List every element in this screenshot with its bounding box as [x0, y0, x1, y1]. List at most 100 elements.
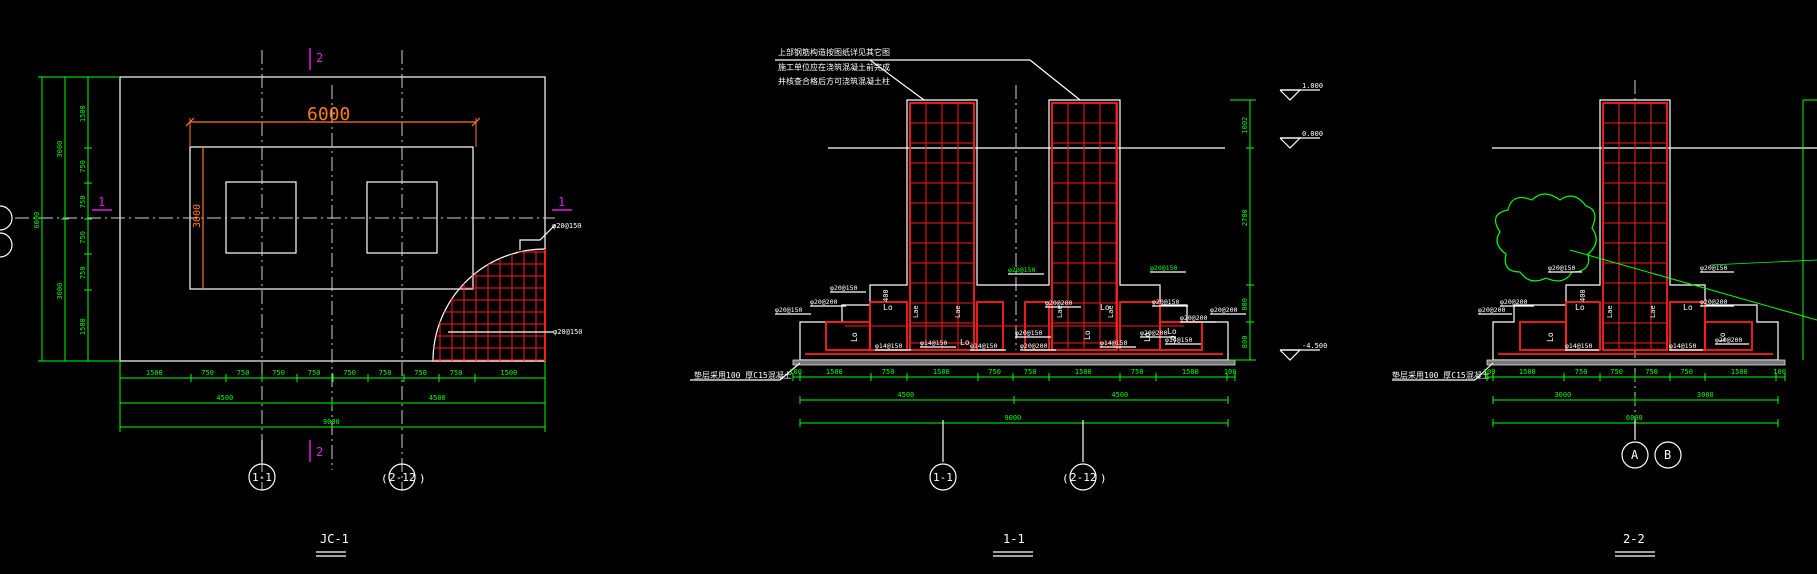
- plan-bottom-dim-label: 750: [272, 369, 285, 377]
- s11-note-1: 上部钢筋构造按图纸详见其它图: [778, 47, 890, 57]
- plan-left-inner-dim: 3000: [192, 204, 203, 228]
- s11-rebar-label: φ20@200: [1045, 299, 1072, 307]
- s22-lo-label: Lo: [1718, 332, 1727, 342]
- plan-bottom-dim-label: 750: [414, 369, 427, 377]
- plan-title: JC-1: [320, 532, 349, 546]
- plan-bottom-dim-label: 1500: [146, 369, 163, 377]
- plan-axis-label-2: 2-12: [389, 471, 416, 484]
- s22-lae-label: Lae: [1649, 305, 1657, 318]
- s11-axis-1: 1-1: [933, 471, 953, 484]
- s22-rebar-label: φ20@200: [1715, 336, 1742, 344]
- s11-note-2: 施工单位应在浇筑混凝土前完成: [778, 62, 890, 72]
- s11-lae-label: 400: [882, 289, 890, 302]
- s11-rebar-label: φ14@150: [970, 342, 997, 350]
- foundation-outline: [1492, 99, 1779, 361]
- plan-axis-label-1: 1-1: [252, 471, 272, 484]
- s11-bottom-dim-label: 750: [1024, 368, 1037, 376]
- s22-bottom-dim-label: 750: [1610, 368, 1623, 376]
- plan-left-dim-label: 750: [79, 267, 87, 280]
- s22-bottom-dim-label: 750: [1645, 368, 1658, 376]
- plan-bottom-mid-label: 4500: [216, 394, 233, 402]
- plan-top-dim: 6000: [307, 104, 350, 125]
- s11-lo-label: Lo: [1100, 303, 1110, 312]
- plan-left-mid-label: 3000: [56, 283, 64, 300]
- s22-lo-label: Lo: [1575, 303, 1585, 312]
- section-mark-left: 1: [98, 195, 105, 209]
- s11-bottom-dim-label: 100: [789, 368, 802, 376]
- s11-rebar-label: φ20@200: [1140, 329, 1167, 337]
- s11-rebar-label: φ20@200: [1210, 306, 1237, 314]
- section-mark-right: 1: [558, 195, 565, 209]
- s11-bottom-dim-label: 1500: [1182, 368, 1199, 376]
- s11-rebar-label: φ20@200: [1020, 342, 1047, 350]
- plan-left-total-label: 6000: [33, 212, 41, 229]
- s11-lae-label: Lae: [1107, 305, 1115, 318]
- s22-bedding-note: 垫层采用100 厚C15混凝土: [1392, 370, 1490, 380]
- s11-right-dim-label: 1002: [1241, 117, 1249, 134]
- s22-bottom-mid-label: 3000: [1554, 391, 1571, 399]
- s22-bottom-dim-label: 750: [1680, 368, 1693, 376]
- plan-view: 6000 3000 2 2 1 1 φ20@150 φ20@150 150075…: [0, 48, 583, 557]
- s11-bottom-total-label: 9000: [1004, 414, 1021, 422]
- plan-bottom-dim-label: 750: [201, 369, 214, 377]
- section-mark-top: 2: [316, 51, 323, 65]
- s22-lae-label: Lae: [1606, 305, 1614, 318]
- s22-lo-label: Lo: [1683, 303, 1693, 312]
- plan-axis-label-2-paren: (: [381, 472, 388, 485]
- section-1-1: 上部钢筋构造按图纸详见其它图 施工单位应在浇筑混凝土前完成 并核查合格后方可浇筑…: [690, 47, 1327, 557]
- plan-bottom-dim-label: 750: [450, 369, 463, 377]
- axis-bubble: [388, 463, 416, 491]
- axis-bubble: [248, 463, 276, 491]
- s22-lae-label: 400: [1579, 289, 1587, 302]
- s11-bottom-dim-label: 750: [988, 368, 1001, 376]
- s11-rebar-label: φ20@150: [1015, 329, 1042, 337]
- plan-rebar-label-1: φ20@150: [552, 222, 582, 230]
- plan-bottom-dim-label: 750: [237, 369, 250, 377]
- s11-lo-label: Lo: [1168, 335, 1177, 345]
- elev-top: 1.000: [1302, 82, 1323, 90]
- s11-bottom-dim-label: 1500: [1075, 368, 1092, 376]
- s11-note-3: 并核查合格后方可浇筑混凝土柱: [778, 76, 890, 86]
- plan-bottom-dim-label: 750: [308, 369, 321, 377]
- s11-lo-label: Lo: [1167, 327, 1177, 336]
- s11-rebar-label: φ14@150: [920, 339, 947, 347]
- s11-rebar-label: φ20@150: [1152, 298, 1179, 306]
- s11-right-dim-label: 800: [1241, 298, 1249, 311]
- s22-rebar-label: φ20@200: [1700, 298, 1727, 306]
- s22-bottom-dim-label: 750: [1575, 368, 1588, 376]
- s22-rebar-label: φ14@150: [1565, 342, 1592, 350]
- axis-bubble-cut: [0, 232, 13, 258]
- s22-rebar-label: φ20@150: [1548, 264, 1575, 272]
- s22-axis-b: B: [1664, 448, 1671, 462]
- s22-bottom-dim-label: 1500: [1731, 368, 1748, 376]
- rebar-stirrup: [1704, 321, 1753, 351]
- bedding-layer: [792, 359, 1236, 366]
- s11-lo-label: Lo: [850, 332, 859, 342]
- elev-bot: -4.500: [1302, 342, 1327, 350]
- s11-right-dim-label: 800: [1241, 336, 1249, 349]
- s11-lo-label: Lo: [960, 338, 970, 347]
- s11-title: 1-1: [1003, 532, 1025, 546]
- rebar-cage: [1498, 102, 1773, 355]
- rebar-stirrup: [1519, 321, 1567, 351]
- revision-cloud: [1494, 193, 1597, 282]
- rebar-cage: [805, 102, 1223, 355]
- elev-mid: 0.000: [1302, 130, 1323, 138]
- s11-lo-label: Lo: [1083, 330, 1092, 340]
- s11-axis-2: 2-12: [1070, 471, 1097, 484]
- s11-axis-2-paren: ): [1100, 472, 1107, 485]
- s11-rebar-label: φ14@150: [1100, 339, 1127, 347]
- s22-bottom-dim-label: 100: [1483, 368, 1496, 376]
- s22-rebar-label: φ20@200: [1478, 306, 1505, 314]
- s11-bedding-note: 垫层采用100 厚C15混凝土: [694, 370, 792, 380]
- s11-bottom-dim-label: 1500: [826, 368, 843, 376]
- plan-bottom-mid-label: 4500: [429, 394, 446, 402]
- section-mark-bottom: 2: [316, 445, 323, 459]
